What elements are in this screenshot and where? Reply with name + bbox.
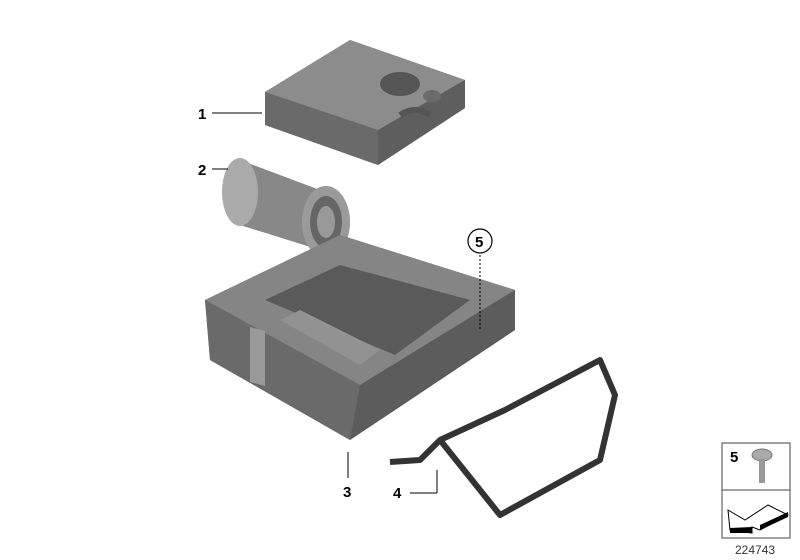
callout-5-circle bbox=[467, 228, 493, 254]
callout-2[interactable]: 2 bbox=[198, 162, 206, 179]
legend-item-label: 5 bbox=[730, 449, 738, 466]
arrow-icon bbox=[727, 504, 790, 534]
compressor-part[interactable] bbox=[265, 40, 465, 165]
callout-lines bbox=[212, 112, 481, 494]
callout-3[interactable]: 3 bbox=[343, 484, 351, 501]
callout-5[interactable]: 5 bbox=[475, 234, 483, 251]
retaining-strap-part[interactable] bbox=[389, 357, 618, 518]
foam-tray-part[interactable] bbox=[205, 235, 515, 440]
callout-1[interactable]: 1 bbox=[198, 106, 206, 123]
legend-box: 5 bbox=[721, 442, 791, 539]
screw-icon bbox=[751, 448, 773, 483]
callout-4[interactable]: 4 bbox=[393, 485, 402, 502]
diagram-number: 224743 bbox=[735, 543, 775, 557]
